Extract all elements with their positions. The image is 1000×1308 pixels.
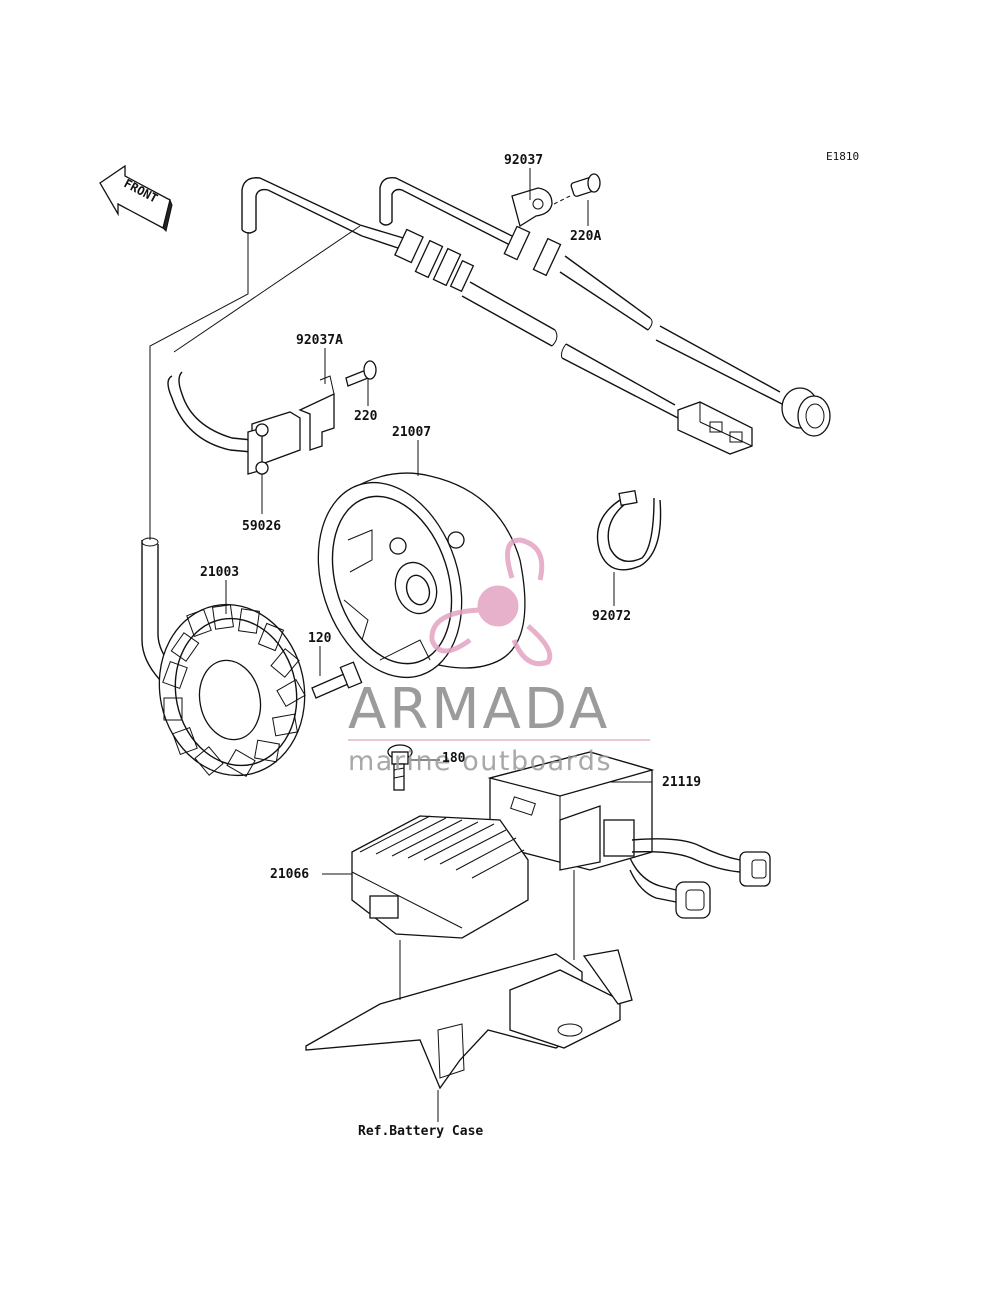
- part-label-180: 180: [442, 751, 466, 766]
- part-label-21003: 21003: [200, 565, 239, 580]
- reference-label: Ref.Battery Case: [358, 1124, 483, 1139]
- leader-lines: [225, 168, 652, 1122]
- wiring-harness: [149, 177, 831, 540]
- watermark-brand: ARMADA: [348, 677, 610, 742]
- part-label-92037A: 92037A: [296, 333, 343, 348]
- propeller-logo-icon: [429, 537, 553, 667]
- part-label-220A: 220A: [570, 229, 601, 244]
- regulator-21066-icon: [351, 815, 529, 939]
- brand-watermark: ARMADA marine outboards: [348, 537, 650, 777]
- battery-case-bracket-icon: [305, 949, 633, 1090]
- part-label-120: 120: [308, 631, 332, 646]
- connector-plug-icon: [739, 851, 771, 887]
- clamp-92037-icon: [511, 187, 553, 228]
- pickup-coil-59026-icon: [167, 371, 335, 475]
- part-label-92072: 92072: [592, 609, 631, 624]
- round-connector-icon: [781, 387, 831, 437]
- flywheel-21007-icon: [317, 472, 526, 679]
- watermark-tagline: marine outboards: [348, 746, 612, 777]
- part-label-21007: 21007: [392, 425, 431, 440]
- part-label-59026: 59026: [242, 519, 281, 534]
- connector-plug-icon: [675, 881, 711, 919]
- band-92072-icon: [596, 489, 662, 571]
- part-label-92037: 92037: [504, 153, 543, 168]
- part-label-220: 220: [354, 409, 378, 424]
- flat-connector-icon: [677, 401, 753, 455]
- front-arrow-icon: FRONT: [99, 164, 173, 232]
- part-label-21066: 21066: [270, 867, 309, 882]
- part-label-21119: 21119: [662, 775, 701, 790]
- diagram-code: E1810: [826, 150, 859, 163]
- bolt-220-icon: [345, 360, 377, 387]
- stator-21003-icon: [141, 537, 306, 777]
- bolt-220A-icon: [570, 173, 601, 197]
- bolt-180-icon: [387, 744, 413, 791]
- bolt-120-icon: [311, 661, 363, 699]
